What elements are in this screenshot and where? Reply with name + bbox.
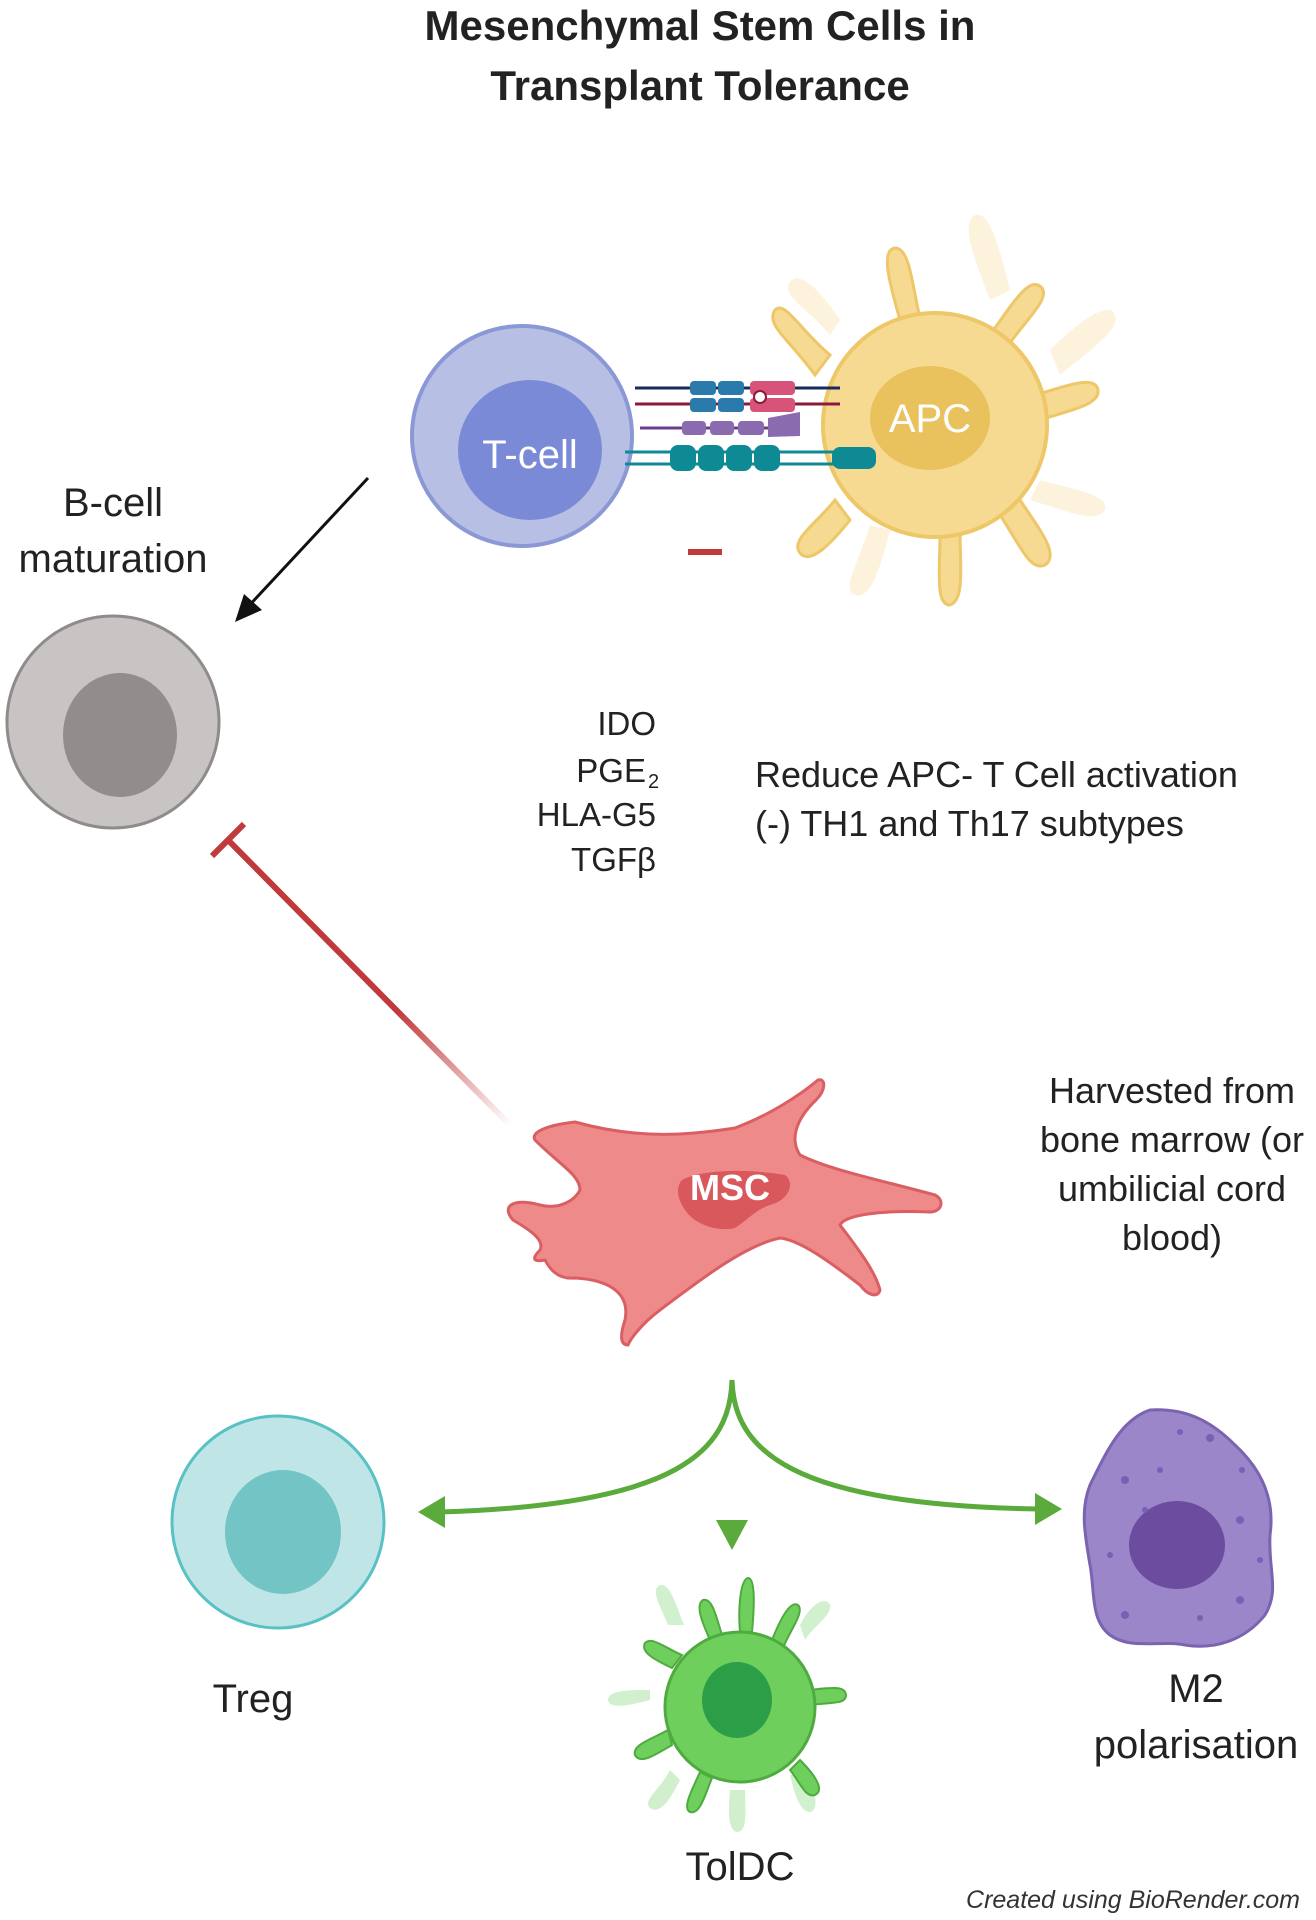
- mediator-ido: IDO: [597, 705, 656, 742]
- mediator-tgf: TGFβ: [571, 841, 656, 878]
- b-cell: [5, 614, 221, 830]
- apc-cell: APC: [771, 214, 1116, 607]
- mediator-pge: PGE: [576, 752, 646, 789]
- tcell-label: T-cell: [482, 433, 578, 477]
- source-line-1: Harvested from: [1049, 1070, 1295, 1111]
- treg-cell: [170, 1414, 386, 1630]
- t-cell: T-cell: [410, 324, 634, 548]
- effect-line-2: (-) TH1 and Th17 subtypes: [755, 803, 1184, 844]
- source-line-2: bone marrow (or: [1040, 1119, 1304, 1160]
- m2-label-line-1: M2: [1168, 1667, 1224, 1711]
- mediator-hla: HLA-G5: [537, 796, 656, 833]
- mediator-pge-subscript: 2: [648, 771, 659, 793]
- title-line-2: Transplant Tolerance: [490, 62, 909, 109]
- effect-line-1: Reduce APC- T Cell activation: [755, 754, 1238, 795]
- apc-label: APC: [889, 397, 971, 441]
- apc-faded-dendrites: [788, 214, 1116, 596]
- credit-text: Created using BioRender.com: [966, 1886, 1300, 1914]
- bcell-label-line-1: B-cell: [63, 481, 163, 525]
- source-line-4: blood): [1122, 1217, 1222, 1258]
- tcell-to-bcell-arrow: [235, 476, 370, 622]
- msc-label: MSC: [690, 1167, 770, 1208]
- m2-macrophage: [1082, 1408, 1275, 1648]
- synapse-receptors: [625, 381, 876, 471]
- msc-bcell-inhibition: [209, 821, 513, 1128]
- msc-cell: MSC: [506, 1078, 943, 1347]
- toldc-cell: [608, 1576, 848, 1832]
- treg-label: Treg: [213, 1677, 294, 1721]
- msc-tcell-inhibition: [688, 549, 722, 1105]
- toldc-label: TolDC: [686, 1845, 795, 1889]
- msc-outcome-arrows: [418, 1320, 1062, 1550]
- source-line-3: umbilicial cord: [1058, 1168, 1286, 1209]
- m2-label-line-2: polarisation: [1094, 1723, 1299, 1767]
- title-line-1: Mesenchymal Stem Cells in: [425, 2, 976, 49]
- bcell-label-line-2: maturation: [19, 537, 208, 581]
